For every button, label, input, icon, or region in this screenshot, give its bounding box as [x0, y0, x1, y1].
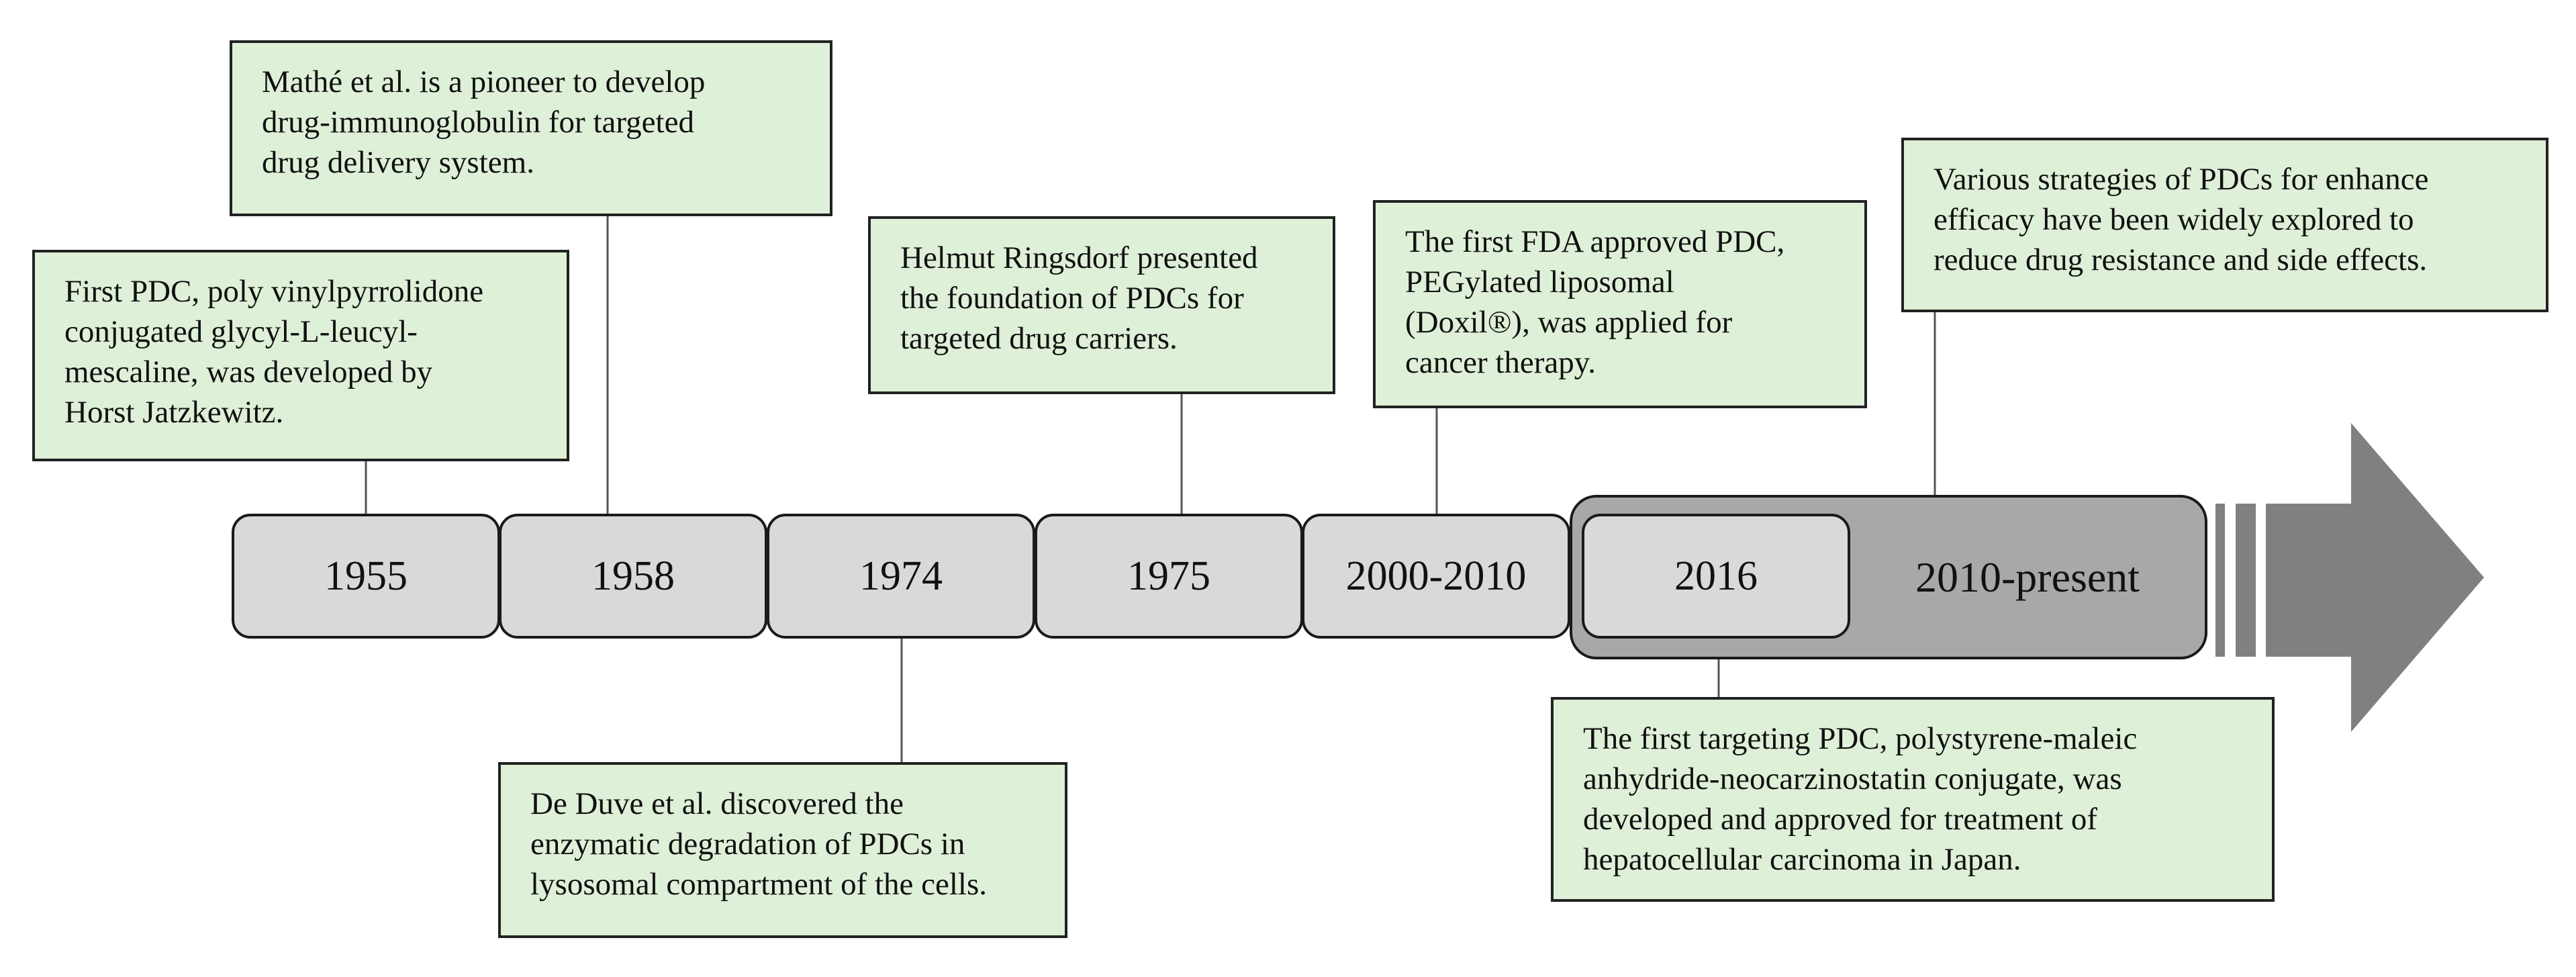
- year-1955: 1955: [232, 514, 500, 639]
- year-1974: 1974: [767, 514, 1035, 639]
- year-1975: 1975: [1035, 514, 1303, 639]
- note-1975: Helmut Ringsdorf presented the foundatio…: [868, 216, 1335, 394]
- note-1955: First PDC, poly vinylpyrrolidone conjuga…: [32, 250, 569, 461]
- note-1958: Mathé et al. is a pioneer to develop dru…: [230, 40, 832, 216]
- note-2000-2010: The first FDA approved PDC, PEGylated li…: [1373, 200, 1867, 408]
- note-1974: De Duve et al. discovered the enzymatic …: [498, 762, 1067, 938]
- timeline-arrow-icon: [2215, 423, 2484, 732]
- present-era-label: 2010-present: [1915, 553, 2140, 601]
- year-1958: 1958: [499, 514, 767, 639]
- note-2010-present: Various strategies of PDCs for enhance e…: [1901, 138, 2548, 312]
- year-2000-2010: 2000-2010: [1302, 514, 1570, 639]
- note-2016: The first targeting PDC, polystyrene-mal…: [1551, 697, 2275, 902]
- year-2016: 2016: [1582, 514, 1850, 639]
